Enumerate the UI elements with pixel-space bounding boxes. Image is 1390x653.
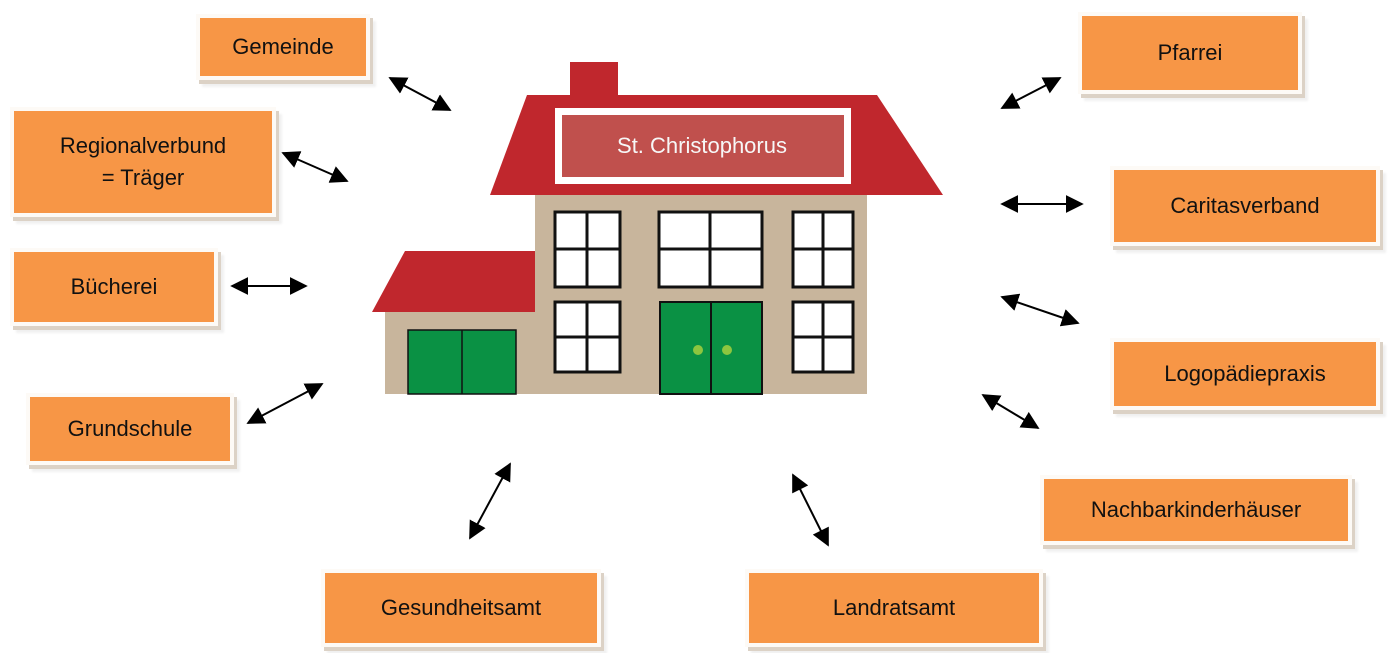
box-caritasverband: Caritasverband	[1110, 166, 1380, 246]
arrow-logopaedie	[1000, 293, 1080, 327]
window	[553, 210, 622, 289]
arrow-nachbarkinderhaeuser	[981, 394, 1040, 429]
window	[791, 300, 855, 374]
arrow-regionalverbund	[281, 151, 349, 183]
arrow-landratsamt	[792, 473, 829, 547]
box-gemeinde: Gemeinde	[196, 14, 370, 80]
box-label: Logopädiepraxis	[1164, 361, 1326, 386]
box-logopaedie: Logopädiepraxis	[1110, 338, 1380, 410]
box-label: Gesundheitsamt	[380, 595, 542, 620]
box-nachbarkinderhaeuser: Nachbarkinderhäuser	[1040, 475, 1352, 545]
box-label: Regionalverbund = Träger	[59, 133, 227, 190]
arrow-grundschule	[246, 383, 324, 424]
house-illustration	[372, 62, 943, 395]
window	[657, 210, 764, 289]
window	[791, 210, 855, 289]
door-knob	[693, 345, 703, 355]
window	[553, 300, 622, 374]
box-grundschule: Grundschule	[26, 393, 234, 465]
box-label: Pfarrei	[1157, 40, 1223, 65]
box-label: Gemeinde	[232, 34, 334, 59]
box-landratsamt: Landratsamt	[745, 569, 1043, 647]
arrow-gesundheitsamt	[469, 462, 511, 540]
box-regionalverbund: Regionalverbund = Träger	[10, 107, 276, 217]
annex-roof	[372, 251, 535, 312]
arrow-gemeinde	[388, 77, 452, 111]
arrow-pfarrei	[1000, 77, 1062, 109]
box-label: Caritasverband	[1170, 193, 1320, 218]
box-gesundheitsamt: Gesundheitsamt	[321, 569, 601, 647]
box-pfarrei: Pfarrei	[1078, 12, 1302, 94]
box-label: Nachbarkinderhäuser	[1090, 497, 1302, 522]
sign-panel	[562, 115, 844, 177]
door-knob	[722, 345, 732, 355]
connector-arrows	[230, 77, 1084, 547]
box-label: Bücherei	[70, 274, 158, 299]
box-label: Landratsamt	[832, 595, 956, 620]
box-label: Grundschule	[67, 416, 193, 441]
box-buecherei: Bücherei	[10, 248, 218, 326]
house-sign-label: St. Christophorus	[617, 133, 787, 158]
